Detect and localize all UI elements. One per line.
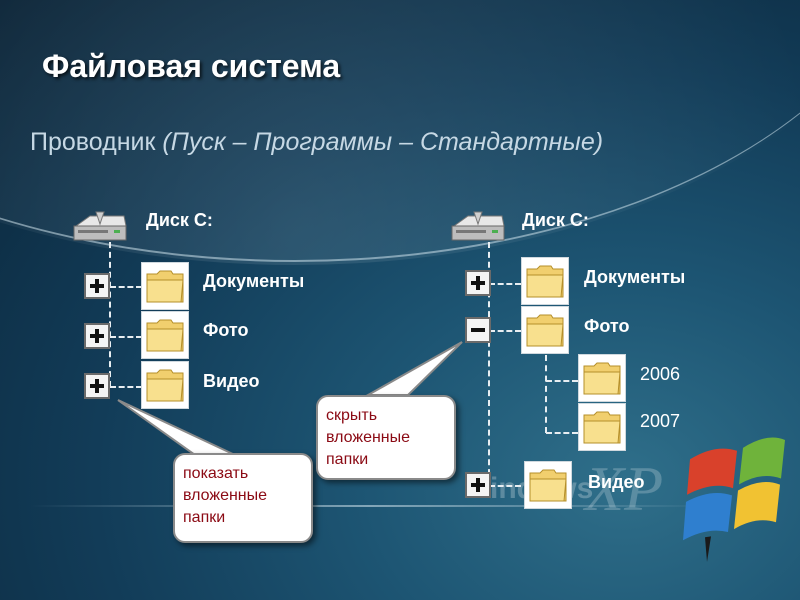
expand-button[interactable]	[465, 270, 491, 296]
callout-text: папки	[183, 509, 226, 526]
subtitle: Проводник (Пуск – Программы – Стандартны…	[30, 128, 603, 157]
callout-text: показать	[183, 465, 249, 482]
subtitle-path: (Пуск – Программы – Стандартные)	[162, 128, 604, 156]
subtitle-main: Проводник	[30, 128, 156, 156]
expand-button[interactable]	[84, 323, 110, 349]
expand-button[interactable]	[84, 273, 110, 299]
tree-line	[489, 330, 521, 332]
tree-line	[110, 336, 142, 338]
callout-text: вложенные	[326, 429, 411, 446]
folder-icon[interactable]	[141, 361, 189, 409]
folder-icon[interactable]	[578, 354, 626, 402]
folder-label: Документы	[203, 271, 305, 291]
disk-drive-icon	[73, 211, 127, 241]
folder-icon[interactable]	[578, 403, 626, 451]
disk-drive-icon	[451, 211, 505, 241]
folder-label: Видео	[203, 371, 260, 391]
tree-line	[109, 242, 111, 387]
folder-icon[interactable]	[521, 257, 569, 305]
tree-line	[546, 380, 578, 382]
tree-line	[545, 355, 547, 433]
tree-line	[489, 485, 521, 487]
page-title: Файловая система	[42, 48, 341, 84]
callout-text: вложенные	[183, 487, 268, 504]
tree-line	[110, 286, 142, 288]
tree-line	[110, 386, 142, 388]
disk-label: Диск С:	[522, 210, 589, 230]
folder-icon[interactable]	[524, 461, 572, 509]
folder-icon[interactable]	[141, 262, 189, 310]
folder-label: Документы	[584, 267, 686, 287]
callout-hide: скрыть вложенные папки	[316, 395, 456, 480]
tree-line	[489, 283, 521, 285]
folder-label: Фото	[203, 320, 249, 340]
folder-label: 2006	[640, 364, 681, 384]
disk-label: Диск С:	[146, 210, 213, 230]
svg-text:XP: XP	[582, 453, 663, 524]
folder-icon[interactable]	[521, 306, 569, 354]
callout-show: показать вложенные папки	[173, 453, 313, 543]
folder-label: 2007	[640, 411, 681, 431]
callout-text: папки	[326, 451, 369, 468]
tree-line	[488, 242, 490, 485]
expand-button[interactable]	[84, 373, 110, 399]
collapse-button[interactable]	[465, 317, 491, 343]
background-line	[30, 505, 710, 507]
folder-label: Видео	[588, 472, 645, 492]
expand-button[interactable]	[465, 472, 491, 498]
folder-label: Фото	[584, 316, 630, 336]
folder-icon[interactable]	[141, 311, 189, 359]
callout-text: скрыть	[326, 407, 378, 424]
tree-line	[546, 432, 578, 434]
